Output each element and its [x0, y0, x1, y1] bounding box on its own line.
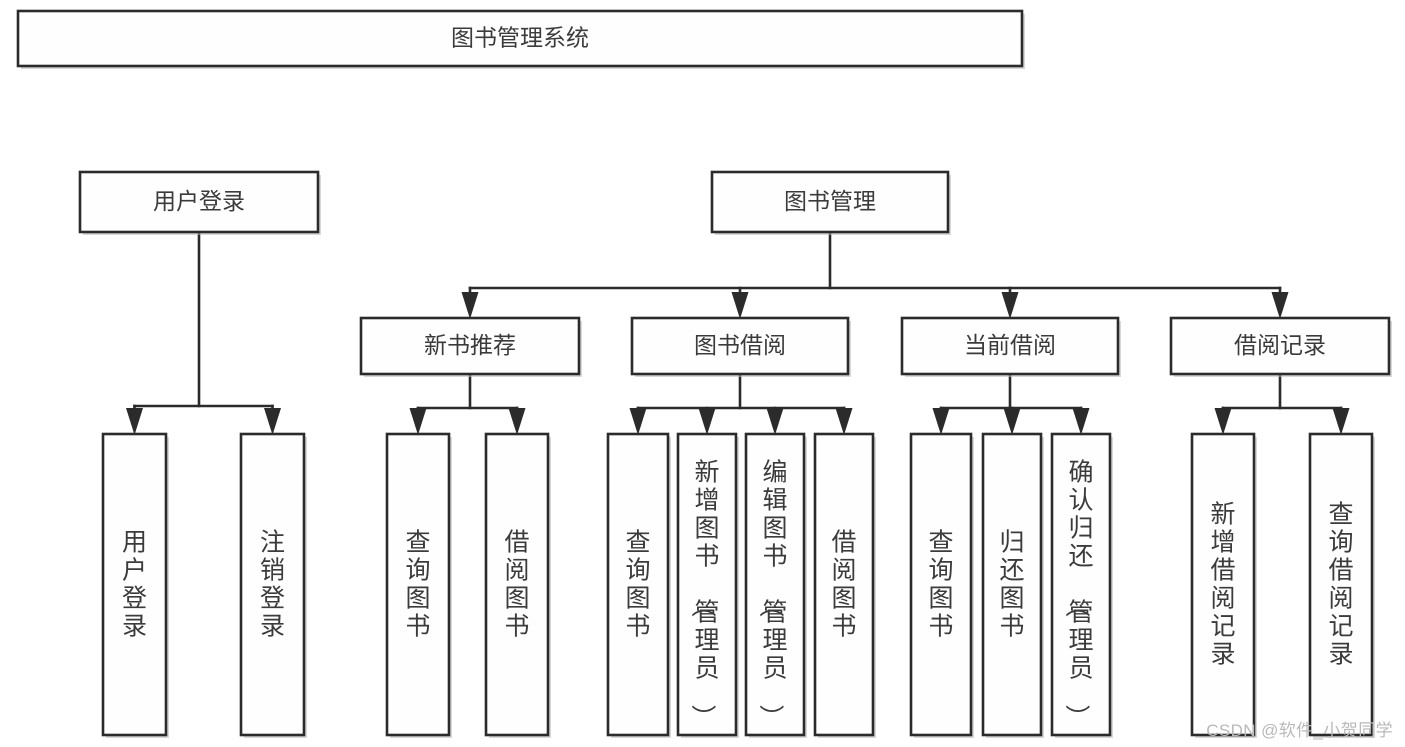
connector-book-manage: [461, 230, 1289, 319]
node-rect[interactable]: [1050, 432, 1112, 737]
node-rect[interactable]: [78, 170, 320, 234]
node-leaf-query-book-recommend[interactable]: 查询图书: [385, 432, 452, 738]
node-rect[interactable]: [385, 432, 451, 737]
node-leaf-logout-login[interactable]: 注销登录: [239, 432, 307, 738]
node-label: 图书管理: [784, 188, 876, 214]
node-label: 用户登录: [122, 528, 147, 640]
node-rect[interactable]: [1308, 432, 1374, 737]
node-leaf-query-book-current[interactable]: 查询图书: [909, 432, 974, 738]
node-label: 查询借阅记录: [1328, 500, 1353, 668]
node-rect[interactable]: [101, 432, 168, 737]
connector-arrowhead: [766, 408, 784, 435]
connector-arrowhead: [1003, 408, 1021, 435]
node-current-borrow[interactable]: 当前借阅: [900, 316, 1121, 377]
node-rect[interactable]: [1169, 316, 1391, 376]
connector-arrowhead: [1001, 292, 1019, 319]
node-rect[interactable]: [900, 316, 1120, 376]
node-label: 查询图书: [625, 528, 650, 640]
connector-arrowhead: [1214, 408, 1232, 435]
node-leaf-edit-book-admin[interactable]: 编辑图书（管理员）: [744, 432, 807, 738]
node-book-manage[interactable]: 图书管理: [710, 170, 951, 235]
node-borrow-record[interactable]: 借阅记录: [1169, 316, 1392, 377]
node-user-login[interactable]: 用户登录: [78, 170, 321, 235]
connector-current-borrow: [932, 372, 1090, 435]
connector-arrowhead: [1271, 292, 1289, 319]
watermark-text: CSDN @软件_小贺同学: [1206, 721, 1393, 740]
node-rect[interactable]: [1190, 432, 1256, 737]
edges-layer: [126, 230, 1350, 435]
node-rect[interactable]: [16, 9, 1024, 68]
node-rect[interactable]: [484, 432, 550, 737]
connector-arrowhead: [731, 292, 749, 319]
node-label: 用户登录: [153, 188, 245, 214]
node-label: 新增图书（管理员）: [688, 458, 719, 729]
connector-arrowhead: [126, 408, 143, 435]
connector-arrowhead: [508, 408, 526, 435]
node-rect[interactable]: [744, 432, 806, 737]
connector-arrowhead: [461, 292, 479, 319]
connector-arrowhead: [264, 408, 281, 435]
node-leaf-add-book-admin[interactable]: 新增图书（管理员）: [676, 432, 739, 738]
connector-arrowhead: [409, 408, 427, 435]
node-rect[interactable]: [813, 432, 875, 737]
connector-arrowhead: [1072, 408, 1090, 435]
node-label: 注销登录: [260, 528, 285, 640]
node-rect[interactable]: [630, 316, 850, 376]
node-leaf-query-book-borrow[interactable]: 查询图书: [606, 432, 671, 738]
node-new-book-recommend[interactable]: 新书推荐: [359, 316, 582, 377]
node-rect[interactable]: [676, 432, 738, 737]
node-label: 查询图书: [405, 528, 430, 640]
connector-borrow-record: [1214, 372, 1350, 435]
node-label: 图书借阅: [694, 332, 786, 358]
node-rect[interactable]: [981, 432, 1043, 737]
node-label: 编辑图书（管理员）: [756, 458, 787, 729]
node-leaf-query-borrow-record[interactable]: 查询借阅记录: [1308, 432, 1375, 738]
node-leaf-return-book[interactable]: 归还图书: [981, 432, 1044, 738]
connector-arrowhead: [629, 408, 647, 435]
connector-arrowhead: [1332, 408, 1350, 435]
node-leaf-borrow-book[interactable]: 借阅图书: [813, 432, 876, 738]
connector-book-borrow: [629, 372, 853, 435]
node-label: 新书推荐: [424, 332, 516, 358]
node-root[interactable]: 图书管理系统: [16, 9, 1025, 69]
node-rect[interactable]: [239, 432, 306, 737]
node-label: 新增借阅记录: [1210, 500, 1235, 668]
node-rect[interactable]: [710, 170, 950, 234]
node-label: 当前借阅: [964, 332, 1056, 358]
node-book-borrow[interactable]: 图书借阅: [630, 316, 851, 377]
node-leaf-user-login[interactable]: 用户登录: [101, 432, 169, 738]
node-leaf-confirm-return-admin[interactable]: 确认归还（管理员）: [1050, 432, 1113, 738]
node-leaf-borrow-book-recommend[interactable]: 借阅图书: [484, 432, 551, 738]
node-rect[interactable]: [909, 432, 973, 737]
node-label: 归还图书: [999, 528, 1024, 640]
node-leaf-add-borrow-record[interactable]: 新增借阅记录: [1190, 432, 1257, 738]
connector-new-book-recommend: [409, 372, 526, 435]
connector-arrowhead: [698, 408, 716, 435]
node-label: 借阅图书: [504, 528, 529, 640]
connector-arrowhead: [932, 408, 950, 435]
node-rect[interactable]: [359, 316, 581, 376]
node-label: 图书管理系统: [451, 25, 589, 51]
node-rect[interactable]: [606, 432, 670, 737]
node-label: 借阅记录: [1234, 332, 1326, 358]
connector-user-login: [126, 230, 281, 435]
connector-arrowhead: [835, 408, 853, 435]
nodes-layer: 图书管理系统用户登录图书管理新书推荐图书借阅当前借阅借阅记录用户登录注销登录查询…: [16, 9, 1392, 738]
node-label: 借阅图书: [831, 528, 856, 640]
node-label: 确认归还（管理员）: [1062, 458, 1093, 729]
node-label: 查询图书: [928, 528, 953, 640]
